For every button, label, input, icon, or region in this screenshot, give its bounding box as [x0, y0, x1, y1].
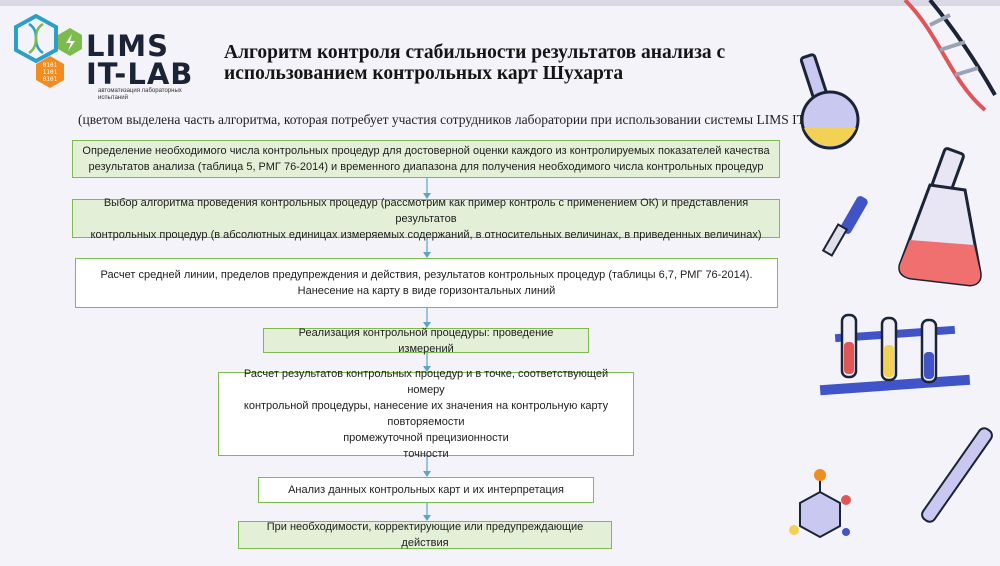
lab-illustration [780, 0, 1000, 566]
flow-step-2: Выбор алгоритма проведения контрольных п… [72, 199, 780, 238]
test-tube-rack-icon [820, 315, 970, 395]
flow-step-7-text: При необходимости, корректирующие или пр… [247, 519, 603, 551]
flow-step-7: При необходимости, корректирующие или пр… [238, 521, 612, 549]
erlenmeyer-flask-icon [900, 148, 981, 285]
dropper-icon [823, 195, 869, 256]
flow-step-4: Реализация контрольной процедуры: провед… [263, 328, 589, 353]
molecule-icon [789, 469, 851, 537]
flow-step-6-text: Анализ данных контрольных карт и их инте… [288, 482, 564, 498]
flow-step-4-text: Реализация контрольной процедуры: провед… [272, 325, 580, 357]
flow-step-1: Определение необходимого числа контрольн… [72, 140, 780, 178]
flow-step-3-text: Расчет средней линии, пределов предупреж… [100, 267, 752, 299]
flow-step-1-text: Определение необходимого числа контрольн… [82, 143, 769, 175]
flow-step-5: Расчет результатов контрольных процедур … [218, 372, 634, 456]
flow-step-6: Анализ данных контрольных карт и их инте… [258, 477, 594, 503]
flow-step-2-text: Выбор алгоритма проведения контрольных п… [81, 195, 771, 243]
flow-step-5-text: Расчет результатов контрольных процедур … [227, 366, 625, 462]
pipette-icon [920, 426, 995, 524]
flask-round-icon [801, 54, 858, 148]
dna-helix-icon [905, 0, 995, 110]
flow-step-3: Расчет средней линии, пределов предупреж… [75, 258, 778, 308]
